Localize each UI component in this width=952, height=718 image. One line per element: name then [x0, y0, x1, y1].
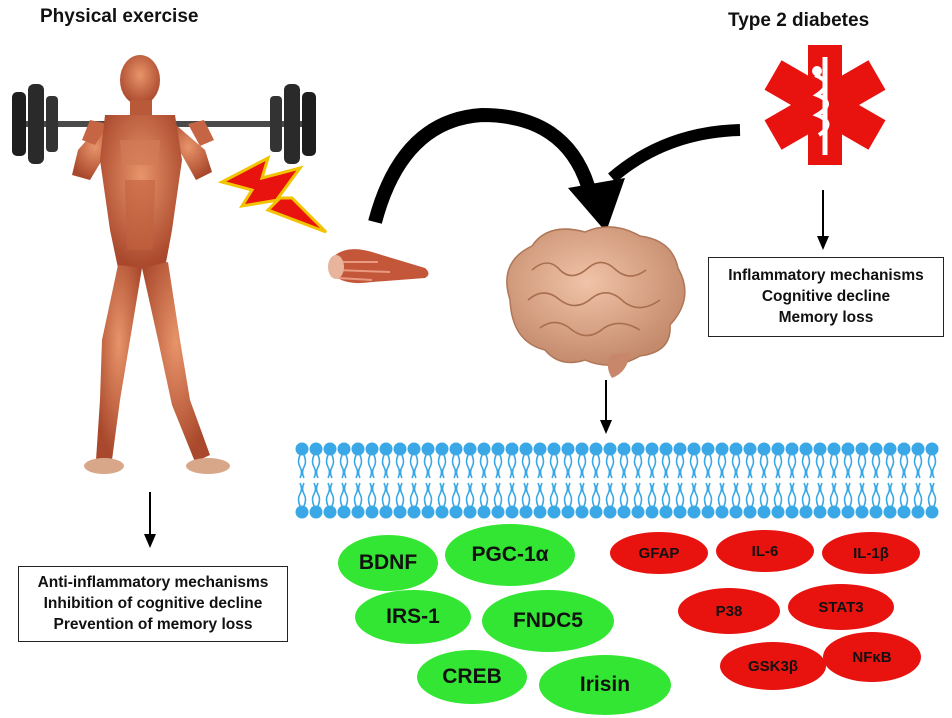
marker-stat3: STAT3: [788, 584, 894, 630]
exercise-effect-2: Inhibition of cognitive decline: [43, 595, 263, 612]
marker-irisin: Irisin: [539, 655, 671, 715]
exercise-effects-box: Anti-inflammatory mechanisms Inhibition …: [18, 566, 288, 642]
marker-bdnf: BDNF: [338, 535, 438, 591]
marker-irs1: IRS-1: [355, 590, 471, 644]
diabetes-title: Type 2 diabetes: [728, 10, 870, 31]
star-of-life-icon: [764, 45, 886, 165]
lipid-bilayer-icon: [295, 442, 939, 519]
muscle-fiber-icon: [328, 249, 429, 284]
curved-arrow-head: [568, 178, 625, 232]
athlete-illustration: [12, 55, 316, 474]
diabetes-effect-2: Cognitive decline: [761, 288, 891, 305]
diabetes-curved-arrow: [608, 124, 741, 183]
diabetes-effect-1: Inflammatory mechanisms: [728, 267, 924, 284]
marker-il1b: IL-1β: [822, 532, 920, 574]
marker-il6: IL-6: [716, 530, 814, 572]
marker-creb: CREB: [417, 650, 527, 704]
exercise-title: Physical exercise: [40, 6, 199, 27]
diabetes-effects-box: Inflammatory mechanisms Cognitive declin…: [708, 257, 944, 337]
marker-fndc5: FNDC5: [482, 590, 614, 652]
exercise-effect-1: Anti-inflammatory mechanisms: [37, 574, 269, 591]
lightning-bolt-icon: [217, 155, 328, 234]
down-arrows: [144, 190, 829, 548]
marker-gfap: GFAP: [610, 532, 708, 574]
marker-gsk3b: GSK3β: [720, 642, 826, 690]
marker-nfkb: NFκB: [823, 632, 921, 682]
marker-pgc1a: PGC-1α: [445, 524, 575, 586]
marker-p38: P38: [678, 588, 780, 634]
exercise-effect-3: Prevention of memory loss: [53, 616, 253, 633]
exercise-curved-arrow: [368, 107, 595, 224]
diabetes-effect-3: Memory loss: [778, 309, 874, 326]
brain-icon: [506, 226, 686, 378]
